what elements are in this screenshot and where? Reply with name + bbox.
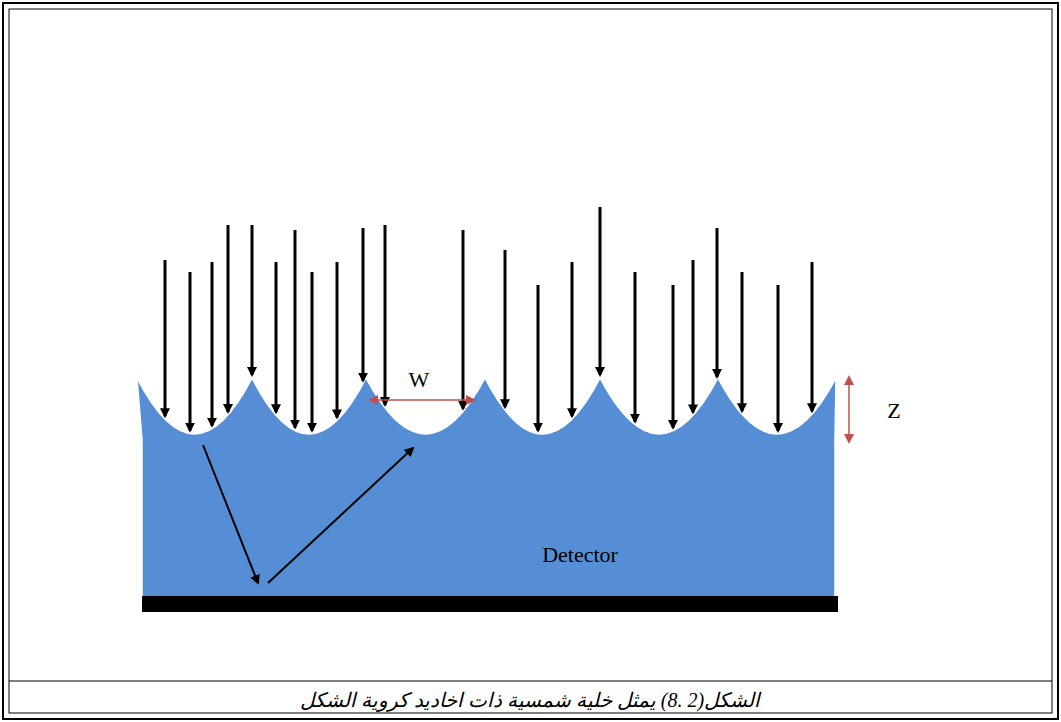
incident-ray [672, 285, 675, 428]
incident-ray [384, 225, 387, 405]
refracted-ray [203, 445, 258, 583]
incident-ray [211, 262, 214, 426]
detector-label: Detector [542, 542, 618, 568]
reflected-ray [268, 448, 413, 583]
incident-ray [311, 272, 314, 431]
outer-border [3, 3, 1058, 719]
incident-ray [692, 260, 695, 412]
figure-caption: الشكل(2 .8) يمثل خلية شمسية ذات اخاديد ك… [300, 688, 760, 712]
incident-ray [777, 285, 780, 431]
incident-ray [571, 262, 574, 416]
caption-rule [9, 681, 1052, 682]
incident-ray [741, 272, 744, 411]
grooved-surface [137, 378, 836, 598]
dimension-label: Z [887, 398, 900, 424]
incident-ray [504, 250, 507, 407]
incident-ray [189, 272, 192, 431]
incident-ray [251, 225, 254, 375]
detector-shape [128, 368, 848, 618]
incident-ray [275, 262, 278, 412]
incident-ray [362, 228, 365, 381]
incident-ray [164, 260, 167, 416]
back-contact [142, 596, 838, 612]
incident-ray [462, 230, 465, 409]
width-dimension [370, 399, 474, 401]
incident-ray [227, 225, 230, 412]
dimension-label: W [409, 367, 430, 393]
incident-ray [294, 230, 297, 428]
incident-ray [537, 285, 540, 431]
depth-dimension [848, 377, 850, 442]
incident-ray [336, 262, 339, 417]
inner-border [9, 9, 1052, 713]
incident-ray [811, 262, 814, 411]
incident-ray [634, 272, 637, 422]
incident-ray [599, 207, 602, 375]
incident-ray [716, 228, 719, 377]
detector-body: Detector [128, 368, 848, 618]
